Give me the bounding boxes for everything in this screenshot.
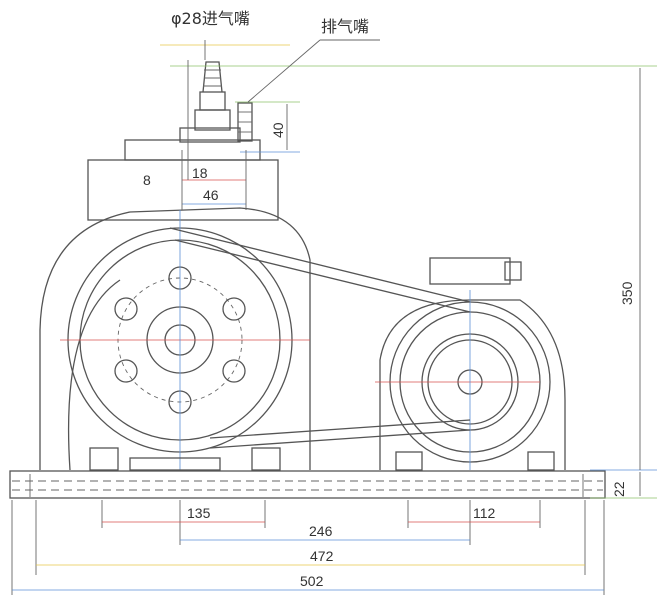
base-plate — [9, 470, 606, 499]
dim-502: 502 — [300, 573, 324, 589]
motor — [375, 257, 566, 470]
top-fittings — [124, 61, 261, 161]
inlet-label: φ28进气嘴 — [171, 9, 250, 28]
mount-feet — [89, 447, 555, 471]
dim-8: 8 — [143, 172, 151, 188]
v-belts — [169, 227, 471, 449]
dim-46: 46 — [203, 187, 219, 203]
dim-40: 40 — [270, 122, 286, 138]
dim-112: 112 — [473, 505, 496, 521]
dim-18: 18 — [192, 165, 208, 181]
pump-housing — [39, 159, 311, 471]
dim-246: 246 — [309, 523, 333, 539]
dimension-lines — [12, 40, 641, 591]
exhaust-label: 排气嘴 — [321, 17, 369, 36]
dim-22: 22 — [611, 481, 627, 497]
dim-350: 350 — [619, 281, 635, 305]
large-pulley — [60, 210, 310, 470]
dim-135: 135 — [187, 505, 211, 521]
dim-472: 472 — [310, 548, 334, 564]
leader-lines — [11, 39, 657, 595]
